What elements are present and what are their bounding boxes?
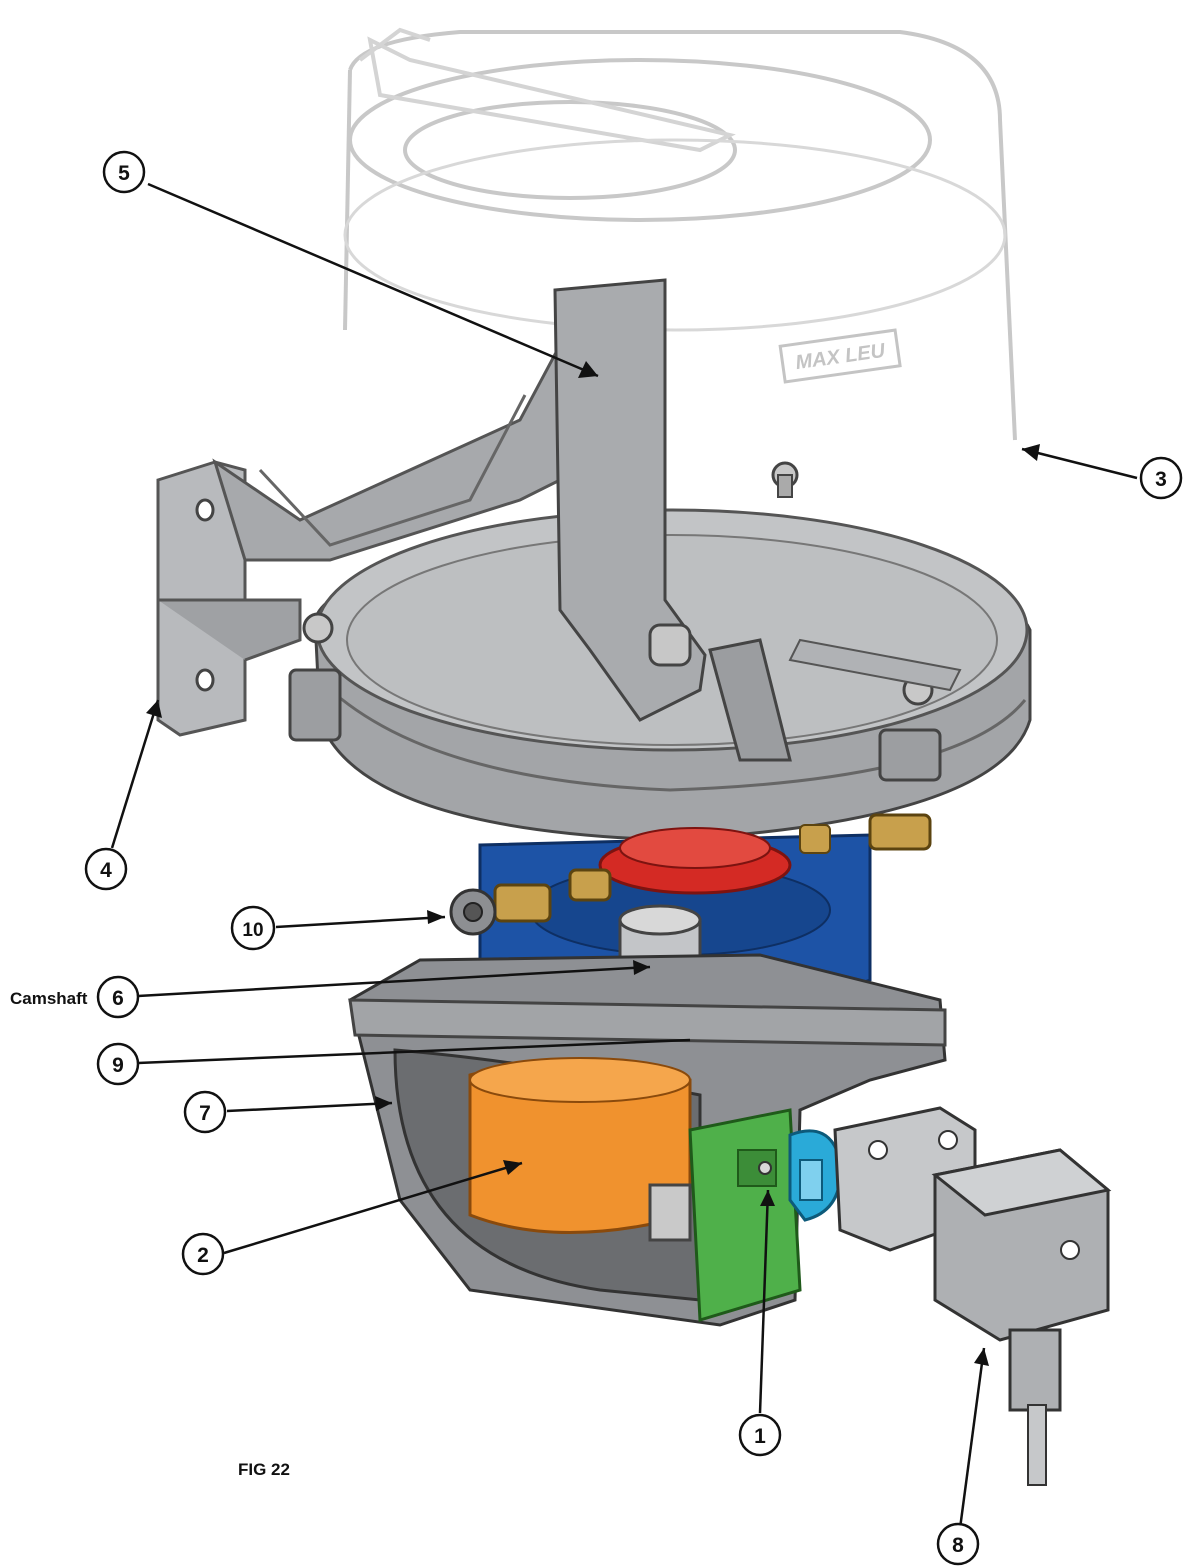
mounting-hole-icon [195,498,215,522]
leader-line-10 [275,915,446,929]
outlet-fittings [493,813,932,923]
stirring-paddle [553,278,962,762]
leader-line-4 [110,699,160,849]
callout-6: Camshaft 6 [10,975,140,1019]
svg-text:5: 5 [118,162,130,185]
leader-arrowheads [146,361,1040,1366]
leader-line-6 [137,965,651,998]
callout-3: 3 [1139,456,1183,500]
leader-line-8 [957,1347,986,1537]
svg-text:9: 9 [112,1054,124,1077]
callout-5: 5 [102,150,146,194]
callout-9: 9 [96,1042,140,1086]
callout-1: 1 [738,1413,782,1457]
svg-text:1: 1 [754,1425,766,1448]
leader-line-3 [1021,447,1138,480]
electric-motor [468,1057,692,1242]
svg-text:2: 2 [197,1244,209,1267]
leader-line-2 [223,1161,523,1255]
svg-text:8: 8 [952,1534,964,1557]
callout-10: 10 [230,905,276,951]
figure-caption: FIG 22 [238,1460,290,1479]
leader-line-5 [147,182,599,378]
mounting-hole-icon [195,668,215,692]
svg-text:3: 3 [1155,468,1167,491]
cable-connector-clip [788,1129,843,1222]
leader-line-1 [758,1189,770,1414]
vent-plug [449,888,497,936]
svg-text:7: 7 [199,1102,211,1125]
circuit-board [688,1108,802,1322]
transparent-reservoir [343,27,1017,441]
svg-text:4: 4 [100,859,112,882]
callout-7: 7 [183,1090,227,1134]
camshaft-label: Camshaft [10,989,88,1008]
leader-lines [110,182,1138,1537]
wall-bracket [156,340,582,737]
leader-line-9 [137,1038,691,1065]
cam-ring [598,827,792,895]
callout-8: 8 [936,1522,980,1566]
plug-connector [833,1106,1112,1486]
svg-text:10: 10 [242,920,263,941]
callout-4: 4 [84,847,128,891]
callout-2: 2 [181,1232,225,1276]
leader-line-7 [226,1101,393,1113]
svg-text:6: 6 [112,987,124,1010]
brand-label: MAX LEU [778,328,902,384]
